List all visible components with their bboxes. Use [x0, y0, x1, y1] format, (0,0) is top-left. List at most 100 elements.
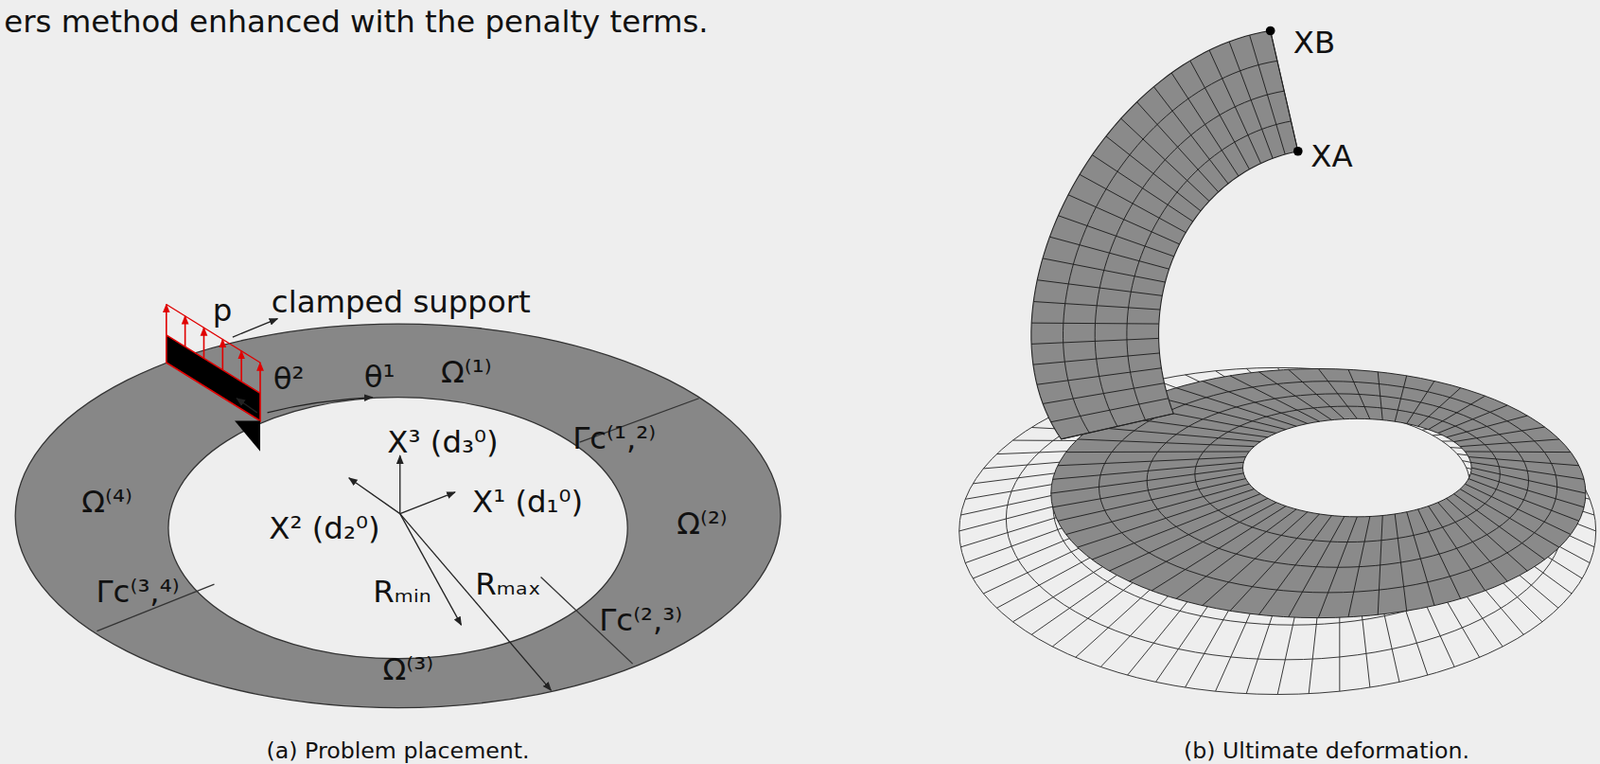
deformed-mesh-radial: [1438, 404, 1508, 433]
deformed-mesh-radial: [1377, 371, 1383, 421]
deformed-mesh-radial: [1406, 381, 1435, 424]
pressure-arrow: [165, 304, 168, 335]
axis-x1: [400, 492, 456, 514]
domain-label: Ω⁽³⁾: [383, 652, 435, 687]
band-mesh-long: [1126, 121, 1292, 421]
deformed-mesh-radial: [1288, 516, 1345, 617]
band-mesh-trans: [1249, 35, 1286, 155]
deformed-mesh-radial: [1151, 506, 1286, 591]
band-mesh-trans: [1042, 258, 1166, 282]
deformed-surface: [1051, 368, 1586, 617]
deformed-ring: [1051, 368, 1586, 617]
interface-label: Γc⁽³,⁴⁾: [96, 575, 180, 610]
subfigure-caption: (b) Ultimate deformation.: [1183, 738, 1470, 763]
axis-x3: [399, 455, 401, 513]
text-fragment: ers method enhanced with the penalty ter…: [3, 5, 708, 40]
band-mesh-trans: [1153, 87, 1229, 184]
deformed-mesh-radial: [1394, 375, 1407, 422]
theta2-arrow: [236, 398, 258, 413]
deformed-mesh-radial: [1418, 387, 1461, 427]
leader-arrow: [232, 318, 278, 337]
band-mesh-trans: [1042, 383, 1164, 405]
band-mesh-trans: [1068, 194, 1180, 245]
point-marker: [1293, 146, 1303, 157]
support-label: clamped support: [271, 286, 531, 321]
deformed-mesh-radial: [1470, 461, 1584, 479]
coordinate-label: θ¹: [364, 360, 396, 395]
deformed-mesh-radial: [1077, 439, 1255, 447]
domain-label: Ω⁽¹⁾: [440, 355, 493, 390]
deformed-mesh-radial: [1459, 439, 1560, 447]
band-mesh-trans: [1037, 280, 1162, 297]
band-mesh-trans: [1091, 155, 1193, 222]
deformed-mesh-radial: [1057, 478, 1247, 522]
deformed-mesh-radial: [1406, 511, 1435, 606]
load-symbol: p: [212, 294, 233, 329]
deformed-mesh-radial: [1454, 493, 1546, 560]
band-mesh-trans: [1137, 102, 1219, 193]
pressure-arrow: [259, 362, 262, 393]
subfigure-caption: (a) Problem placement.: [266, 738, 530, 763]
band-mesh-trans: [1033, 352, 1161, 365]
deformed-mesh-radial: [1446, 415, 1528, 438]
radius-label: Rₘₐₓ: [474, 567, 542, 602]
deformed-mesh-radial: [1051, 467, 1244, 493]
deformed-mesh-radial: [1394, 513, 1407, 611]
deformed-mesh-radial: [1446, 497, 1528, 571]
deformed-mesh-radial: [1468, 478, 1580, 522]
theta1-arrow: [267, 397, 373, 413]
deformed-band: [1031, 31, 1299, 440]
interface-label: Γc⁽¹,²⁾: [572, 421, 656, 457]
deformation-figure: [959, 26, 1597, 695]
deformed-mesh-radial: [1428, 395, 1486, 429]
deformed-mesh-radial: [1318, 516, 1357, 618]
coordinate-label: θ²: [273, 362, 305, 397]
domain-label: Ω⁽⁴⁾: [81, 485, 133, 520]
deformed-mesh-radial: [1053, 473, 1245, 508]
deformed-mesh-radial: [1176, 509, 1297, 599]
band-mesh-trans: [1037, 368, 1162, 385]
band-mesh-trans: [1209, 50, 1261, 164]
ring-outer: [15, 323, 781, 707]
deformed-mesh-radial: [1288, 369, 1345, 419]
deformed-mesh-radial: [1230, 513, 1319, 611]
band-mesh-trans: [1031, 322, 1160, 325]
pressure-arrow: [203, 327, 206, 358]
deformed-mesh-radial: [1176, 387, 1297, 427]
deformed-mesh-radial: [1418, 509, 1461, 599]
band-mesh-trans: [1057, 215, 1174, 257]
band-mesh-trans: [1061, 413, 1175, 440]
pressure-arrow: [184, 316, 187, 347]
deformed-mesh-radial: [1377, 515, 1383, 616]
axis-x2: [349, 477, 401, 514]
deformed-mesh-radial: [1258, 371, 1332, 421]
axis-label: X³ (d₃⁰): [386, 425, 498, 460]
radius-label: Rₘᵢₙ: [372, 575, 431, 610]
support-wedge: [234, 420, 261, 451]
deformed-mesh-radial: [1057, 457, 1247, 466]
band-mesh-long: [1094, 90, 1284, 426]
deformed-mesh-radial: [1108, 497, 1267, 571]
deformed-mesh-radial: [1129, 502, 1277, 581]
deformed-mesh-radial: [1459, 489, 1560, 548]
domain-label: Ω⁽²⁾: [676, 507, 728, 542]
deformed-mesh-radial: [1464, 483, 1571, 534]
deformed-mesh-ring: [1243, 418, 1473, 517]
band-mesh-trans: [1171, 72, 1239, 176]
ring-inner: [168, 397, 628, 659]
deformed-mesh-radial: [1438, 502, 1508, 581]
band-mesh-trans: [1033, 301, 1161, 311]
interface-label: Γc⁽²,³⁾: [598, 603, 683, 638]
clamped-support: [166, 334, 261, 422]
deformed-mesh-ring: [1051, 368, 1586, 617]
deformed-mesh-radial: [1471, 467, 1586, 493]
deformed-mesh-radial: [1258, 515, 1332, 616]
problem-placement: [15, 304, 781, 708]
deformed-mesh-radial: [1066, 450, 1250, 453]
pressure-arrow: [240, 351, 243, 382]
deformed-mesh-radial: [1464, 450, 1571, 453]
band-mesh-trans: [1121, 118, 1210, 201]
deformed-mesh-radial: [1202, 381, 1308, 424]
